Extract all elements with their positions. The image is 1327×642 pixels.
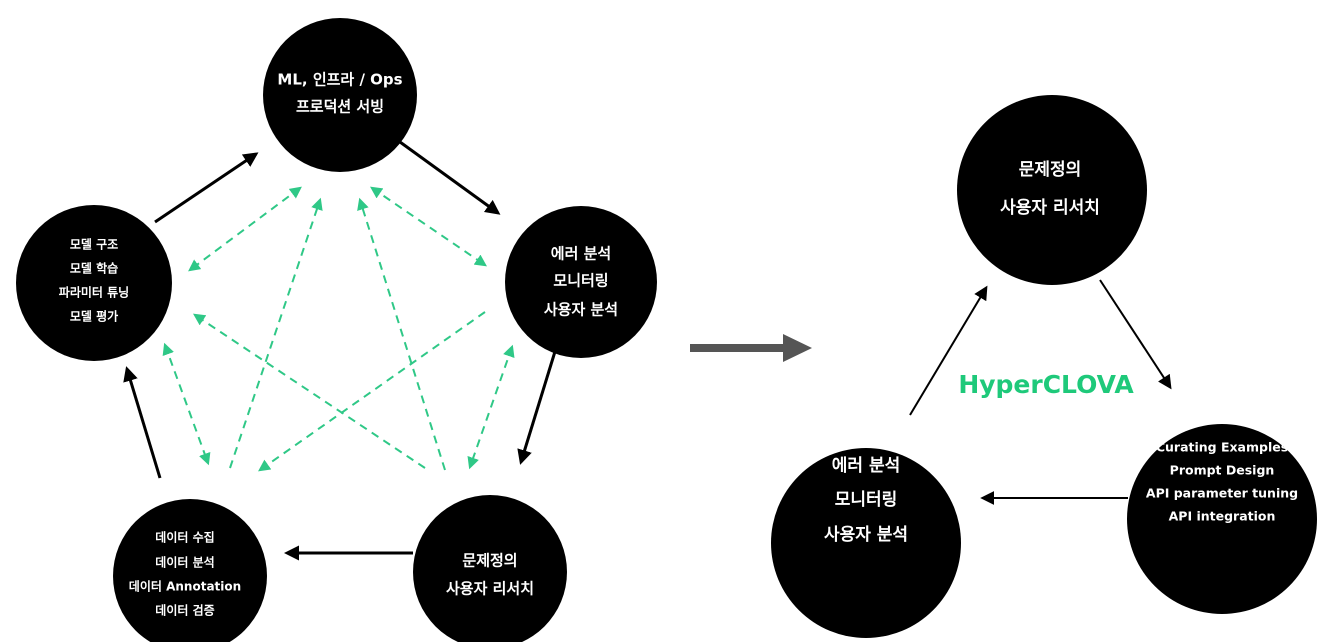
node-line: 사용자 리서치 xyxy=(446,580,534,598)
node-line: 문제정의 xyxy=(1019,160,1082,180)
dashed-arrow-top-left xyxy=(188,186,302,272)
dashed-arrow-right-bottomright xyxy=(467,344,515,470)
arrow-problem-to-prompting xyxy=(1099,279,1172,390)
node-line: 프로덕션 서빙 xyxy=(296,98,384,116)
node-problem-definition-hc: 문제정의 사용자 리서치 xyxy=(957,95,1147,285)
transition-arrow-icon xyxy=(690,334,812,362)
node-prompting-hc: Curating Examples Prompt Design API para… xyxy=(1127,424,1317,614)
node-error-analysis: 에러 분석 모니터링 사용자 분석 xyxy=(505,206,657,358)
arrow-error-to-problem xyxy=(517,344,559,465)
node-line: ML, 인프라 / Ops xyxy=(277,71,402,89)
dashed-arrow-bottomright-left xyxy=(193,313,426,469)
arrow-error-to-problem xyxy=(909,285,988,416)
node-problem-definition: 문제정의 사용자 리서치 xyxy=(413,495,567,642)
dashed-arrow-right-bottomleft xyxy=(258,311,486,472)
arrow-data-to-model xyxy=(123,366,162,479)
node-line: 문제정의 xyxy=(462,552,517,570)
node-line: 모델 학습 xyxy=(70,261,118,276)
node-model: 모델 구조 모델 학습 파라미터 튜닝 모델 평가 xyxy=(16,205,172,361)
arrow-ops-to-error xyxy=(399,140,501,215)
dashed-relations xyxy=(162,186,515,472)
node-line: Curating Examples xyxy=(1156,440,1288,455)
node-line: 사용자 리서치 xyxy=(1000,198,1100,218)
node-error-analysis-hc: 에러 분석 모니터링 사용자 분석 xyxy=(771,448,961,638)
arrow-model-to-ops xyxy=(154,152,259,224)
node-line: API integration xyxy=(1169,509,1276,524)
node-line: API parameter tuning xyxy=(1146,486,1298,501)
dashed-arrow-left-bottomleft xyxy=(162,342,211,466)
node-data: 데이터 수집 데이터 분석 데이터 Annotation 데이터 검증 xyxy=(113,499,267,642)
hyperclova-cycle-arrows xyxy=(909,279,1172,505)
node-line: 데이터 Annotation xyxy=(129,579,241,594)
cycle-arrows xyxy=(123,140,559,561)
node-line: 모니터링 xyxy=(553,272,608,290)
node-line: 에러 분석 xyxy=(551,245,611,263)
node-line: 사용자 분석 xyxy=(544,301,618,319)
hyperclova-logo: HyperCLOVA xyxy=(958,370,1134,399)
node-line: 모델 구조 xyxy=(70,238,118,252)
node-line: Prompt Design xyxy=(1170,463,1275,478)
node-line: 모델 평가 xyxy=(70,309,118,324)
node-line: 에러 분석 xyxy=(832,456,900,476)
node-line: 데이터 분석 xyxy=(155,555,214,570)
node-line: 데이터 검증 xyxy=(155,603,214,618)
node-line: 파라미터 튜닝 xyxy=(59,285,129,300)
dashed-arrow-top-bottomleft xyxy=(229,197,323,469)
dashed-arrow-top-right xyxy=(370,186,487,267)
node-line: 데이터 수집 xyxy=(155,530,214,545)
node-line: 사용자 분석 xyxy=(824,525,908,545)
node-line: 모니터링 xyxy=(835,490,898,510)
dashed-arrow-top-bottomright xyxy=(357,197,446,471)
node-ml-ops: ML, 인프라 / Ops 프로덕션 서빙 xyxy=(263,18,417,172)
